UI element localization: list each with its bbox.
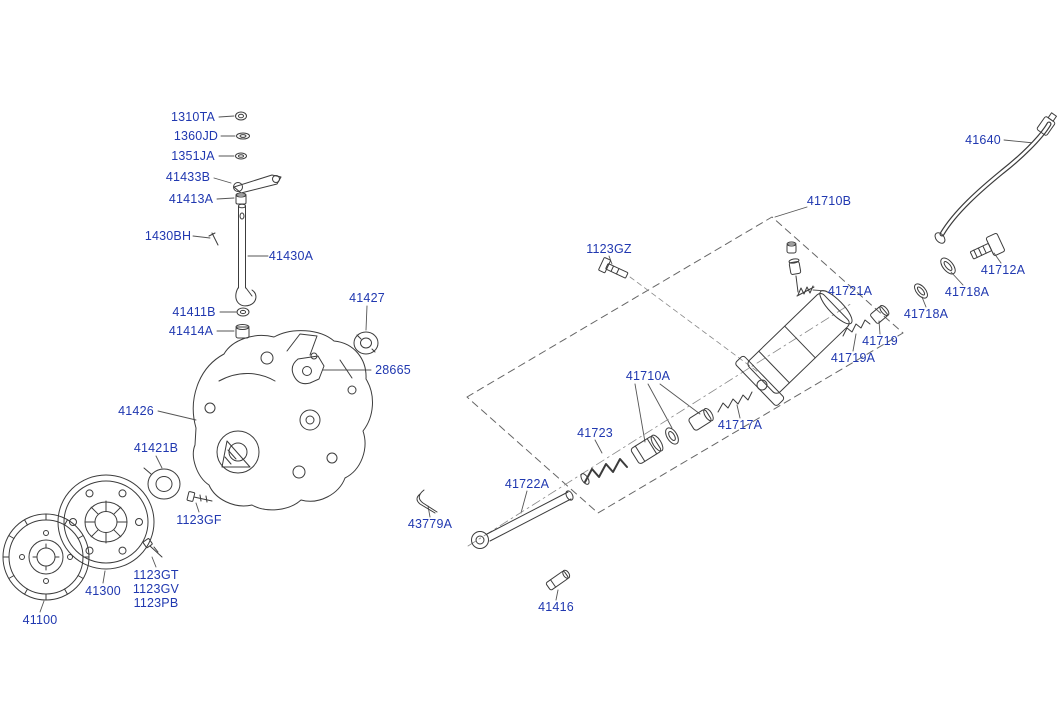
- clutch-pipe-art: [934, 112, 1057, 244]
- part-label-1310TA: 1310TA: [170, 110, 216, 124]
- part-label-41723: 41723: [577, 426, 613, 440]
- part-label-41712A: 41712A: [980, 263, 1026, 277]
- cotter-pin-art: [416, 489, 438, 514]
- piston-spring-art: [717, 391, 753, 413]
- clutch-control-shaft-art: [235, 203, 257, 307]
- center-axis-dashed-lines: [467, 276, 853, 547]
- gasket-washer-art: [940, 257, 956, 275]
- bracket-art: [291, 352, 325, 385]
- grommet-art: [353, 331, 379, 355]
- washer-art: [236, 132, 250, 140]
- release-cylinder-body-art: [735, 290, 853, 406]
- part-label-41411B: 41411B: [172, 305, 216, 319]
- release-bearing-art: [143, 467, 181, 500]
- connector-cap-art: [870, 305, 890, 324]
- part-label-41413A: 41413A: [168, 192, 214, 206]
- valve-retainer-art: [688, 407, 714, 431]
- shaft-ring-art: [236, 307, 250, 317]
- part-label-41300: 41300: [85, 584, 121, 598]
- part-label-41710B: 41710B: [806, 194, 852, 208]
- part-label-1123PB: 1123PB: [133, 596, 179, 610]
- bolt-art-1123gt: [142, 538, 163, 558]
- release-lever-art: [233, 174, 282, 194]
- part-label-1123GV: 1123GV: [132, 582, 180, 596]
- part-label-41433B: 41433B: [165, 170, 211, 184]
- cup-seal-art: [665, 427, 679, 445]
- transmission-case-art: [192, 330, 373, 511]
- union-bolt-art: [970, 233, 1005, 260]
- bolt-art-1123gz: [598, 257, 629, 279]
- part-label-41414A: 41414A: [168, 324, 214, 338]
- lock-washer-art: [235, 152, 247, 160]
- assembly-boundary-dashed-box: [466, 216, 904, 514]
- stud-bolt-art: [545, 569, 571, 591]
- part-label-41710A: 41710A: [625, 369, 671, 383]
- dust-boot-art: [580, 458, 628, 485]
- nut-art: [235, 111, 247, 121]
- part-label-41427: 41427: [349, 291, 385, 305]
- part-label-41416: 41416: [538, 600, 574, 614]
- part-label-1123GT: 1123GT: [133, 568, 179, 582]
- threaded-fitting-art: [796, 285, 815, 297]
- part-label-41640: 41640: [965, 133, 1001, 147]
- part-label-41430A: 41430A: [268, 249, 314, 263]
- part-label-1351JA: 1351JA: [171, 149, 215, 163]
- part-label-41426: 41426: [118, 404, 154, 418]
- shaft-lower-bushing-art: [235, 324, 250, 339]
- piston-art: [630, 434, 664, 464]
- part-label-41719: 41719: [862, 334, 898, 348]
- part-label-1123GF: 1123GF: [176, 513, 222, 527]
- part-label-1430BH: 1430BH: [144, 229, 192, 243]
- bleeder-screw-art: [786, 241, 802, 293]
- part-label-41421B: 41421B: [133, 441, 179, 455]
- bolt-art-1123gf: [186, 491, 213, 503]
- push-rod-art: [471, 490, 574, 549]
- clutch-disc-art: [2, 513, 90, 601]
- part-label-41719A: 41719A: [830, 351, 876, 365]
- part-label-41721A: 41721A: [827, 284, 873, 298]
- part-label-41718A-1: 41718A: [944, 285, 990, 299]
- clutch-cover-art: [57, 474, 155, 570]
- spring-pin-art: [208, 232, 219, 246]
- part-label-41100: 41100: [22, 613, 58, 627]
- o-ring-art: [914, 283, 928, 299]
- part-label-43779A: 43779A: [407, 517, 453, 531]
- part-label-1123GZ: 1123GZ: [586, 242, 632, 256]
- part-label-1360JD: 1360JD: [173, 129, 219, 143]
- part-label-28665: 28665: [375, 363, 411, 377]
- part-label-41718A-2: 41718A: [903, 307, 949, 321]
- valve-spring-art: [842, 319, 871, 337]
- part-label-41717A: 41717A: [717, 418, 763, 432]
- part-label-41722A: 41722A: [504, 477, 550, 491]
